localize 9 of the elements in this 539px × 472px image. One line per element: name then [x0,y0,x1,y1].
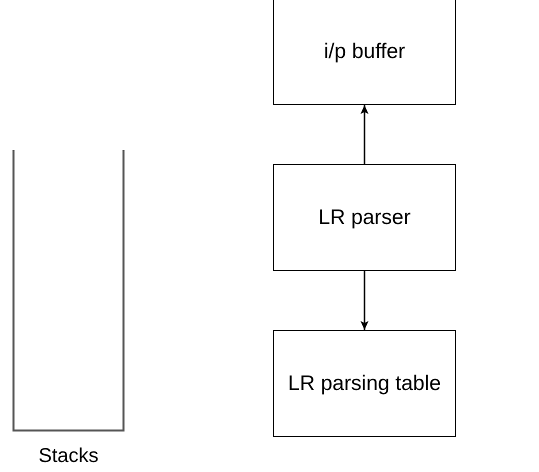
arrow [360,271,368,330]
box-label: i/p buffer [324,40,406,64]
box-label: LR parser [318,206,411,230]
arrow [360,105,368,164]
process-box [273,164,456,271]
stack-label: Stacks [38,445,99,468]
process-box [273,330,456,437]
process-box [273,0,456,105]
box-label: LR parsing table [288,372,441,396]
